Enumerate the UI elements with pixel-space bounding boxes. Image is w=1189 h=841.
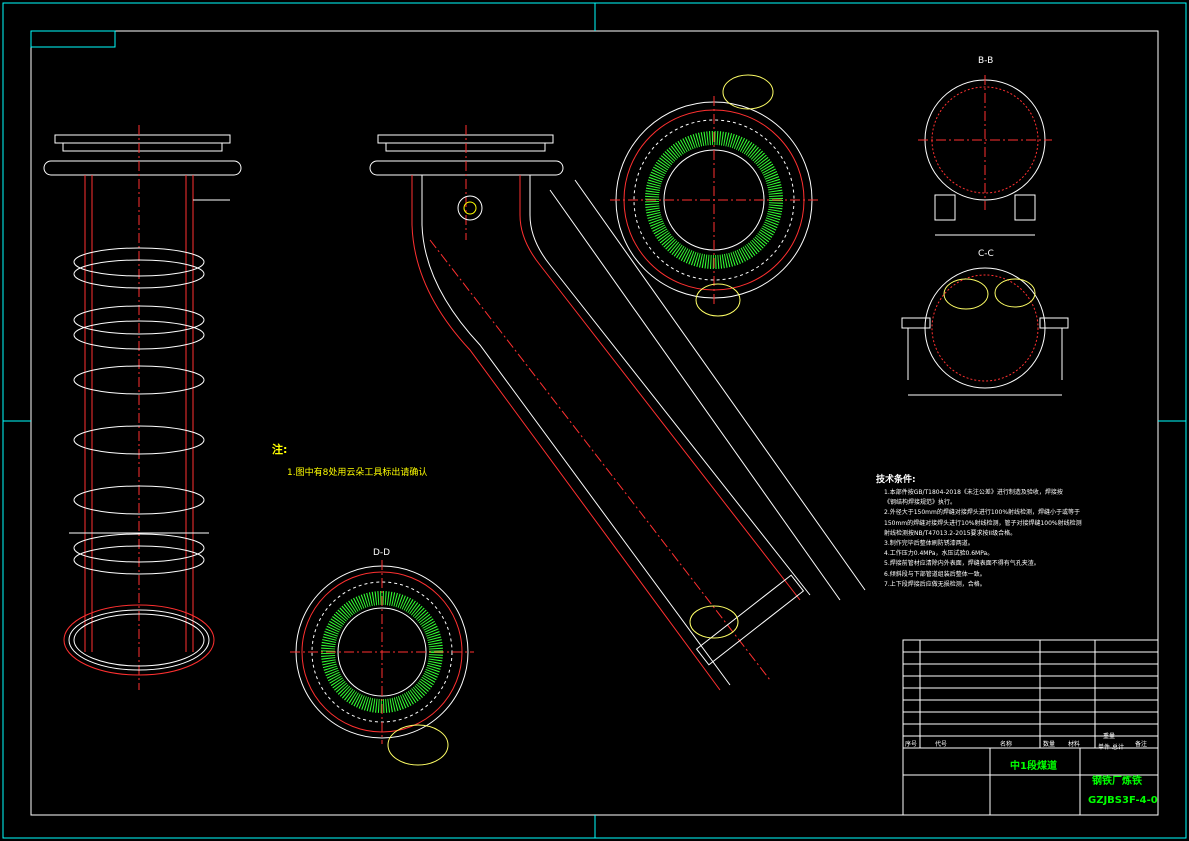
bb-section: [918, 75, 1052, 236]
tb-header-total: 总计: [1112, 744, 1125, 751]
top-ring-section: [610, 96, 818, 304]
tb-header-qty: 数量: [1043, 741, 1056, 748]
tb-header-remark: 备注: [1135, 741, 1148, 748]
section-label-cc: C-C: [978, 249, 994, 259]
technical-item: 150mm的焊缝对接焊头进行10%射线检测，管子对接焊缝100%射线检测: [884, 519, 1082, 527]
tb-header-unit: 单件: [1098, 744, 1111, 751]
technical-item: 6.倾斜段与下部管道组装后整体一致。: [884, 570, 986, 578]
revision-clouds: [387, 74, 1036, 766]
tb-header-name: 名称: [1000, 741, 1013, 748]
tb-project: 中1段煤道: [1010, 761, 1057, 772]
technical-item: 7.上下段焊接后应做无损检测，合格。: [884, 580, 986, 588]
notes-title: 注:: [272, 443, 288, 456]
technical-item: 3.制作完毕后整体刷防锈漆两道。: [884, 540, 974, 548]
tb-header-mat: 材料: [1068, 741, 1081, 748]
tb-header-no: 序号: [905, 741, 918, 748]
technical-list: 1.本部件按GB/T1804-2018《未注公差》进行制造及验收，焊接按 《钢结…: [884, 488, 1149, 590]
section-label-bb: B-B: [978, 56, 994, 66]
tb-header-weight: 重量: [1103, 733, 1116, 740]
technical-item: 射线检测按NB/T47013.2-2015要求按II级合格。: [884, 529, 1017, 537]
technical-item: 4.工作压力0.4MPa，水压试验0.6MPa。: [884, 550, 994, 558]
tb-drawing-no: GZJBS3F-4-0: [1088, 795, 1158, 806]
tb-unit: 钢铁厂炼铁: [1092, 776, 1142, 787]
technical-title: 技术条件:: [876, 475, 916, 485]
tb-header-code: 代号: [935, 741, 948, 748]
technical-item: 《钢结构焊接规范》执行。: [884, 499, 957, 507]
title-block: [902, 639, 1159, 816]
technical-item: 2.外径大于150mm的焊缝对接焊头进行100%射线检测，焊缝小于或等于: [884, 509, 1081, 517]
notes-line-1: 1.图中有8处用云朵工具标出请确认: [287, 468, 428, 478]
technical-item: 5.焊接前管材应清除内外表面，焊缝表面不得有气孔夹渣。: [884, 560, 1040, 568]
dd-ring-section: [290, 560, 474, 744]
cc-section: [901, 267, 1069, 396]
left-pipe-view: [43, 125, 242, 690]
section-label-dd: D-D: [373, 548, 391, 558]
inclined-pipe-view: [369, 125, 866, 691]
technical-item: 1.本部件按GB/T1804-2018《未注公差》进行制造及验收，焊接按: [884, 489, 1063, 496]
